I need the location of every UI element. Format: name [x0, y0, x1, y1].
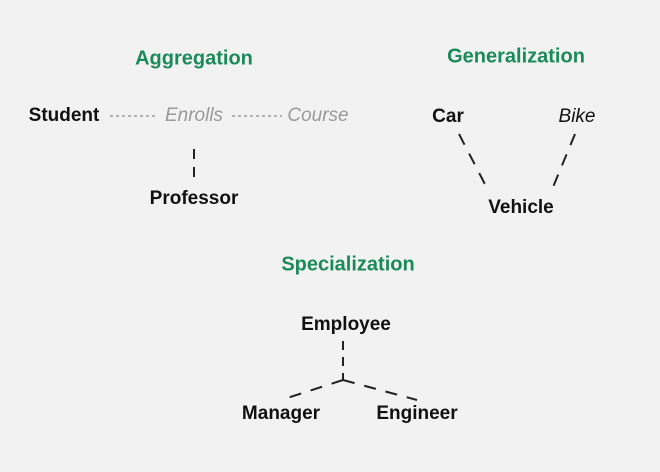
- edge-junction-engineer: [342, 379, 418, 401]
- node-student: Student: [28, 105, 100, 126]
- node-vehicle: Vehicle: [488, 197, 554, 218]
- edge-bike-vehicle: [550, 133, 576, 193]
- node-course: Course: [287, 105, 349, 126]
- node-bike: Bike: [558, 106, 596, 127]
- node-engineer: Engineer: [376, 403, 458, 424]
- aggregation-title: Aggregation: [135, 47, 253, 70]
- specialization-title: Specialization: [281, 253, 415, 276]
- node-manager: Manager: [241, 403, 321, 424]
- node-enrolls: Enrolls: [164, 105, 224, 126]
- edge-car-vehicle: [458, 133, 490, 193]
- node-employee: Employee: [301, 314, 391, 335]
- node-car: Car: [432, 106, 464, 127]
- generalization-title: Generalization: [447, 45, 585, 68]
- edge-junction-manager: [280, 379, 344, 401]
- node-professor: Professor: [149, 188, 239, 209]
